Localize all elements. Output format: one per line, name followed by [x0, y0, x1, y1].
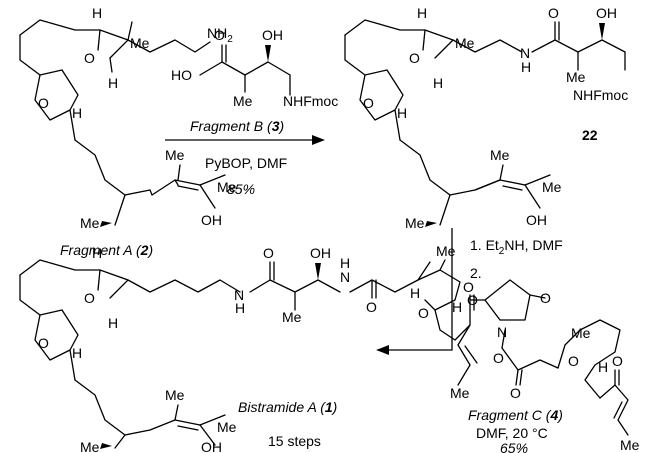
- step2-yield: 65%: [500, 440, 528, 453]
- atom-o-a1: O: [84, 50, 95, 66]
- atom-o-1c: O: [263, 245, 274, 261]
- label-fragment-a: Fragment A (2): [60, 242, 153, 258]
- atom-me-a4: Me: [217, 179, 237, 195]
- atom-n-1a: N: [234, 287, 244, 303]
- atom-o-1a: O: [84, 290, 95, 306]
- atom-o-c7: O: [612, 353, 623, 369]
- reaction-arrow-1-head: [312, 135, 325, 145]
- atom-oh-1a: OH: [310, 245, 331, 261]
- atom-h-a3: H: [72, 105, 82, 121]
- atom-me-1b: Me: [282, 309, 302, 325]
- atom-me-22d: Me: [405, 215, 425, 231]
- atom-o-22b: O: [363, 95, 374, 111]
- atom-o-22a: O: [409, 50, 420, 66]
- label-bistramide-a: Bistramide A (1): [238, 399, 337, 415]
- fragment-b-structure: [199, 44, 291, 96]
- label-compound-22: 22: [582, 127, 598, 143]
- atom-h-1f: H: [410, 285, 420, 301]
- atom-h-a1: H: [92, 5, 102, 21]
- atom-me-22b: Me: [566, 69, 586, 85]
- atom-me-22a: Me: [455, 35, 475, 51]
- atom-me-1e: Me: [165, 387, 185, 403]
- step2-line1: 1. Et2NH, DMF: [470, 237, 563, 257]
- atom-me-22e: Me: [542, 179, 562, 195]
- atom-me-1c: Me: [436, 243, 456, 259]
- reaction-arrow-2-head: [376, 345, 389, 355]
- atom-o-c4: O: [510, 385, 521, 401]
- atom-me-c1: Me: [571, 325, 591, 341]
- atom-me-1d: Me: [450, 385, 470, 401]
- atom-oh-22a: OH: [596, 5, 617, 21]
- atom-o-22c: O: [548, 5, 559, 21]
- atom-o-1d: O: [366, 299, 377, 315]
- atom-o-c2: O: [540, 290, 551, 306]
- fragment-a-structure: [19, 19, 226, 227]
- atom-o-a2: O: [38, 95, 49, 111]
- atom-me-a3: Me: [80, 215, 100, 231]
- step2-conditions: DMF, 20 °C: [476, 425, 548, 441]
- atom-h-1a: H: [92, 245, 102, 261]
- atom-h-1g: H: [452, 299, 462, 315]
- atom-o-1f: O: [463, 279, 474, 295]
- step1-reagents: PyBOP, DMF: [205, 155, 287, 171]
- atom-oh-22b: OH: [526, 212, 547, 228]
- atom-n-c: N: [497, 324, 507, 340]
- step2-line2: 2.: [470, 265, 482, 281]
- atom-h-1b: H: [108, 315, 118, 331]
- reaction-arrow-2: [383, 228, 453, 351]
- atom-oh-a: OH: [201, 212, 222, 228]
- compound-22-structure: [344, 19, 626, 227]
- step1-yield: 85%: [227, 181, 255, 197]
- atom-oh-b: OH: [262, 27, 283, 43]
- atom-n-22: N: [520, 45, 530, 61]
- atom-me-a2: Me: [165, 147, 185, 163]
- atom-me-1f: Me: [80, 439, 100, 453]
- atom-h-22d: H: [521, 59, 531, 75]
- atom-me-c2: Me: [620, 437, 640, 453]
- atom-o-c1: O: [467, 292, 478, 308]
- atom-h-22a: H: [417, 5, 427, 21]
- atom-h-1d: H: [235, 300, 245, 316]
- atom-oh-1b: OH: [201, 439, 222, 453]
- atom-me-22c: Me: [490, 147, 510, 163]
- atom-nhfmoc-b: NHFmoc: [283, 93, 338, 109]
- atom-me-b: Me: [233, 93, 253, 109]
- atom-h-a2: H: [108, 75, 118, 91]
- atom-nh2-a: NH2: [207, 25, 233, 45]
- atom-h-c1: H: [598, 359, 608, 375]
- atom-h-1e: H: [340, 255, 350, 271]
- atom-o-b1: O: [214, 27, 225, 43]
- atom-o-1b: O: [38, 335, 49, 351]
- atom-h-1c: H: [72, 345, 82, 361]
- label-fragment-c: Fragment C (4): [468, 407, 563, 423]
- atom-o-1e: O: [418, 305, 429, 321]
- label-step-count: 15 steps: [268, 433, 321, 449]
- bistramide-a-structure: [19, 259, 478, 449]
- atom-o-c3: O: [493, 350, 504, 366]
- atom-me-1g: Me: [217, 419, 237, 435]
- atom-nhfmoc-22b: NHFmoc: [573, 87, 628, 103]
- atom-o-c5: O: [568, 353, 579, 369]
- atom-h-22c: H: [397, 105, 407, 121]
- atom-n-1b: N: [340, 269, 350, 285]
- atom-h-22b: H: [433, 75, 443, 91]
- label-fragment-b: Fragment B (3): [190, 118, 284, 134]
- atom-ho-b: HO: [171, 67, 192, 83]
- fragment-c-structure: [469, 279, 629, 436]
- atom-me-a1: Me: [130, 35, 150, 51]
